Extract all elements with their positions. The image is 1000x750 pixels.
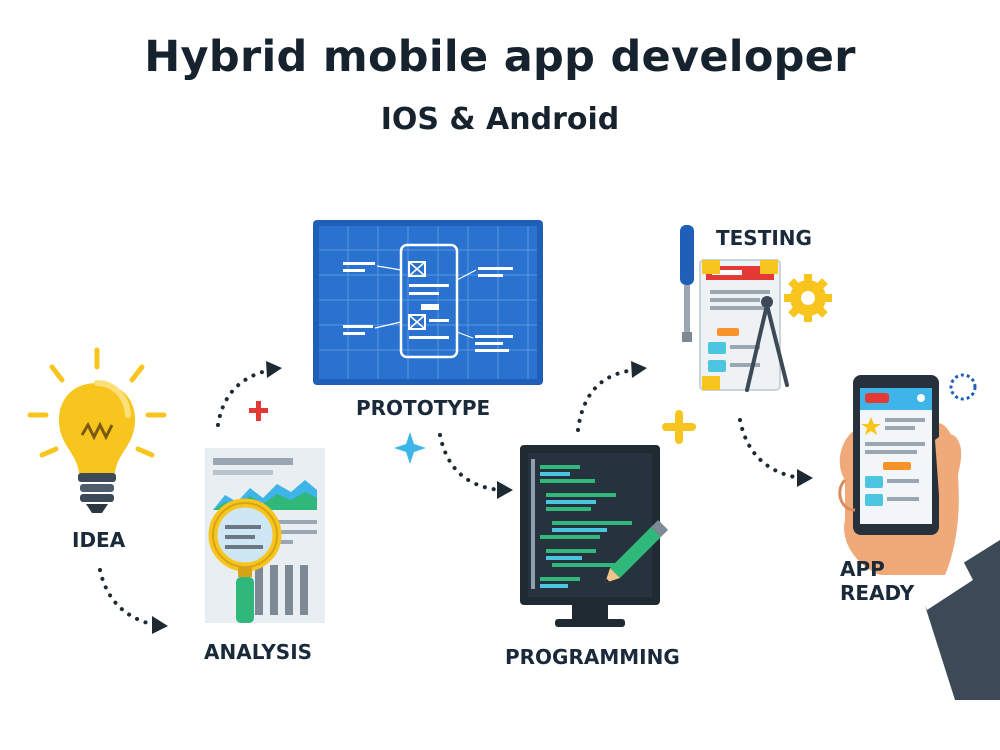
stage-label-analysis: ANALYSIS (204, 640, 313, 664)
stage-label-testing: TESTING (716, 226, 812, 250)
arrowhead-programming (497, 481, 513, 499)
stage-label-app-ready-line2: READY (840, 581, 915, 605)
stage-label-prototype: PROTOTYPE (356, 396, 491, 420)
star-sparkle-blue-icon (394, 432, 426, 464)
stage-label-programming: PROGRAMMING (505, 645, 680, 669)
stage-label-idea: IDEA (72, 528, 126, 552)
arrow-prototype-to-programming (438, 433, 502, 492)
arrowhead-prototype (266, 361, 282, 378)
page-title: Hybrid mobile app developer (144, 32, 856, 82)
plus-sparkle-red-icon (249, 401, 268, 421)
arrow-idea-to-analysis (98, 568, 157, 627)
blueprint-icon (313, 220, 543, 385)
arrow-testing-to-app (738, 418, 802, 480)
arrowhead-app (797, 469, 813, 487)
page-subtitle: IOS & Android (380, 102, 620, 137)
phone-in-hand-icon (838, 375, 1000, 700)
code-monitor-icon (520, 445, 669, 627)
arrow-analysis-to-prototype (216, 368, 272, 427)
lightbulb-icon (27, 347, 167, 513)
arrowhead-testing (631, 361, 647, 378)
arrowhead-analysis (152, 616, 168, 634)
plus-sparkle-yellow-icon (662, 410, 696, 444)
arrow-programming-to-testing (576, 368, 637, 432)
testing-tools-icon (680, 225, 832, 392)
loading-ring-icon (949, 373, 977, 401)
analysis-report-icon (205, 448, 325, 623)
stage-label-app-ready-line1: APP (840, 557, 885, 581)
